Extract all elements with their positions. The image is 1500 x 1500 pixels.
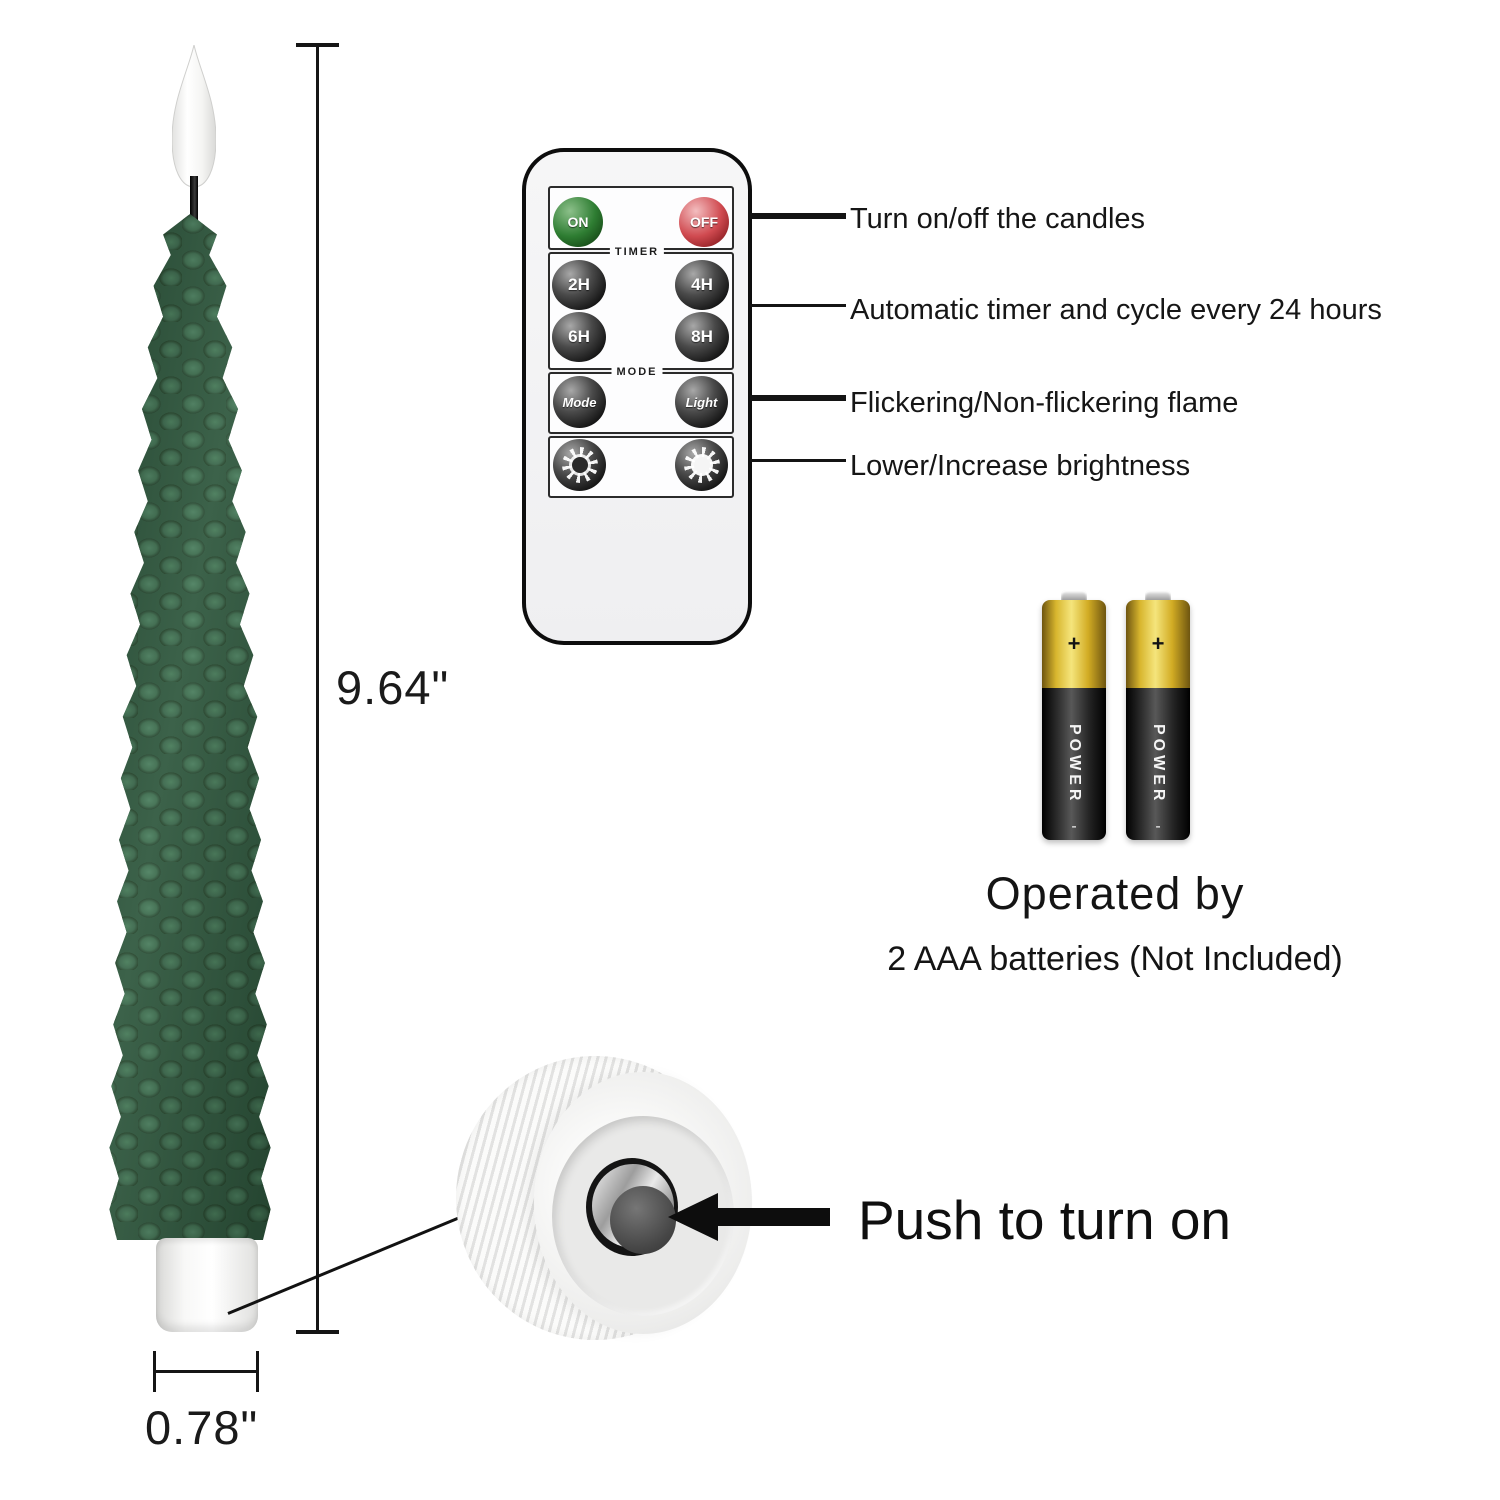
push-power-button: [610, 1186, 676, 1254]
push-arrow-icon: [668, 1193, 718, 1241]
light-button: Light: [675, 376, 728, 428]
on-button: ON: [553, 197, 603, 247]
battery-cap: +: [1126, 600, 1190, 688]
callout-line-mode: [750, 395, 846, 401]
battery-caption: Operated by 2 AAA batteries (Not Include…: [880, 868, 1350, 979]
aaa-battery: + POWER -: [1042, 590, 1106, 840]
battery-minus-mark: -: [1071, 818, 1077, 835]
height-label: 9.64": [336, 661, 450, 714]
battery-sleeve: POWER -: [1126, 688, 1190, 840]
battery-terminal: [1061, 590, 1087, 603]
battery-sleeve: POWER -: [1042, 688, 1106, 840]
led-flame-tip: [171, 44, 217, 188]
timer-2h-button: 2H: [552, 260, 606, 310]
height-dimension-top-tick: [296, 43, 339, 47]
battery-body: + POWER -: [1042, 600, 1106, 840]
push-arrow-shaft: [714, 1208, 830, 1226]
timer-6h-button: 6H: [552, 312, 606, 362]
timer-4h-button: 4H: [675, 260, 729, 310]
christmas-tree-candle-body: [109, 214, 271, 1240]
width-label: 0.78": [145, 1401, 259, 1454]
battery-caption-detail: 2 AAA batteries (Not Included): [887, 940, 1343, 978]
flame-icon: [171, 44, 217, 188]
width-dimension-left-tick: [153, 1351, 156, 1392]
candle-white-base: [156, 1238, 258, 1332]
battery-plus-mark: +: [1067, 631, 1081, 656]
callout-line-brightness: [750, 459, 846, 462]
callout-brightness: Lower/Increase brightness: [850, 450, 1191, 482]
battery-brand-label: POWER: [1150, 723, 1167, 805]
dim-sun-icon: [561, 447, 598, 483]
battery-plus-mark: +: [1151, 631, 1165, 656]
bright-sun-icon: [683, 447, 720, 483]
battery-body: + POWER -: [1126, 600, 1190, 840]
battery-brand-label: POWER: [1066, 723, 1083, 805]
width-dimension-right-tick: [256, 1351, 259, 1392]
battery-cap: +: [1042, 600, 1106, 688]
callout-onoff: Turn on/off the candles: [850, 203, 1146, 235]
push-to-turn-on-label: Push to turn on: [858, 1189, 1232, 1251]
off-button: OFF: [679, 197, 729, 247]
candle-wick: [190, 176, 198, 220]
battery-minus-mark: -: [1155, 818, 1161, 835]
remote-control: TIMER MODE ON OFF 2H 4H 6H 8H Mode Light: [522, 148, 752, 645]
timer-section-label: TIMER: [609, 247, 665, 258]
aaa-battery: + POWER -: [1126, 590, 1190, 840]
dim-brightness-button: [553, 439, 606, 491]
height-dimension-line: [316, 44, 319, 1334]
mode-button: Mode: [553, 376, 606, 428]
width-dimension-line: [154, 1370, 258, 1373]
callout-timer: Automatic timer and cycle every 24 hours: [850, 294, 1382, 326]
callout-mode: Flickering/Non-flickering flame: [850, 387, 1239, 419]
battery-caption-title: Operated by: [985, 868, 1245, 919]
callout-line-onoff: [750, 213, 846, 219]
height-dimension-bottom-tick: [296, 1330, 339, 1334]
increase-brightness-button: [675, 439, 728, 491]
battery-terminal: [1145, 590, 1171, 603]
mode-section-label: MODE: [611, 367, 663, 378]
timer-8h-button: 8H: [675, 312, 729, 362]
callout-line-timer: [750, 304, 846, 307]
